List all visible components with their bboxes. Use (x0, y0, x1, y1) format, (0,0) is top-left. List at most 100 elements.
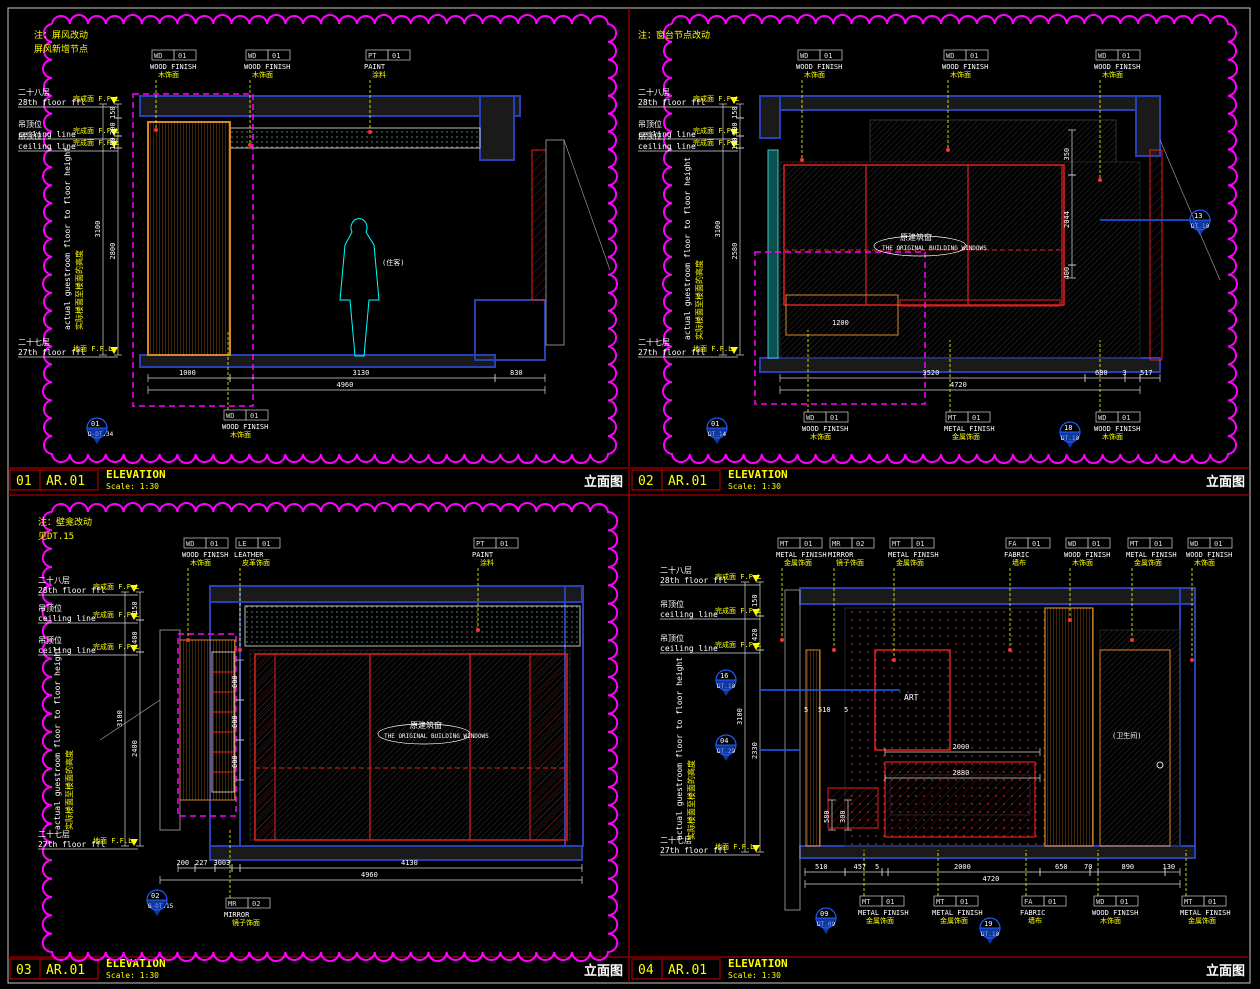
tag-cn: 镜子饰面 (836, 558, 864, 567)
window-label-oval (873, 235, 967, 257)
window-sill (474, 299, 546, 361)
window-swing (99, 699, 161, 741)
tag-dot (368, 130, 372, 134)
section-callout[interactable]: 18DT.10 (1059, 421, 1081, 448)
tag-num-box (387, 49, 411, 61)
dim-value: 5 (844, 706, 848, 714)
dim-value: 4960 (361, 871, 378, 879)
section-callout[interactable]: 09DT.09 (815, 907, 837, 934)
callout-pointer (816, 918, 836, 934)
tag-en: PAINT (472, 551, 494, 559)
tag-dot (476, 628, 480, 632)
level-ffl: 地面 F.F.L (693, 344, 732, 353)
dimension-h: 3130 (229, 369, 496, 382)
revision-note: 注：壁龛改动 (38, 516, 92, 528)
tag-num: 01 (210, 540, 218, 548)
tag-dot (154, 128, 158, 132)
dim-value: 2000 (954, 863, 971, 871)
section-callout[interactable]: 01D-DT.34 (86, 417, 114, 444)
tag-num-box (1087, 537, 1111, 549)
tag-num-box (965, 49, 989, 61)
callout-num: 13 (1194, 212, 1202, 220)
dim-value: 400 (1063, 267, 1071, 280)
level-ffl: 地面 F.F.L (715, 842, 754, 851)
panel-title-cn: 立面图 (584, 963, 623, 979)
callout-pointer (147, 900, 167, 916)
window-label: 原建筑窗 (410, 720, 442, 730)
section-callout[interactable]: 04DT.29 (715, 734, 737, 761)
tag-cn: 金属饰面 (940, 916, 968, 925)
tag-dot (1008, 648, 1012, 652)
dimension-h: 2000 (887, 863, 1041, 876)
dimension-v: 2400 (131, 651, 144, 847)
dim-value: 650 (1055, 863, 1068, 871)
left-column (759, 95, 781, 139)
section-callout[interactable]: 16DT.10 (715, 669, 737, 696)
level-name-cn: 二十八层 (638, 87, 670, 97)
tag-num: 01 (824, 52, 832, 60)
window-label: 原建筑窗 (900, 232, 932, 242)
dim-value: 680 (1095, 369, 1108, 377)
dimension-v: 400 (1063, 264, 1076, 280)
dimension-h: 517 (1139, 369, 1161, 382)
level-triangle (730, 97, 738, 104)
section-callout[interactable]: 19DT.10 (979, 917, 1001, 944)
level-name-en: 28th floor ffl (18, 98, 86, 107)
dimension-h: 130 (1163, 863, 1181, 876)
door-frame (1099, 649, 1171, 847)
figure-label: (住客) (382, 258, 404, 267)
titlebar-sheet-box (39, 958, 99, 980)
tag-en: METAL FINISH (944, 425, 995, 433)
tag-num-box (267, 49, 291, 61)
person-figure (339, 218, 380, 357)
dimension-h: 830 (494, 369, 546, 382)
tag-num: 01 (1120, 898, 1128, 906)
tag-num-box (911, 537, 935, 549)
tag-en: WOOD FINISH (1186, 551, 1232, 559)
section-callout[interactable]: 13DT.10 (1189, 209, 1211, 236)
panel-scale: Scale: 1:30 (106, 971, 159, 980)
art-frame (874, 649, 951, 751)
tag-en: PAINT (364, 63, 386, 71)
level-name-cn: 二十七层 (38, 829, 70, 839)
dim-value: 3100 (736, 708, 744, 725)
dim-value: 3 (1123, 369, 1127, 377)
curtain-left (254, 653, 276, 841)
dimension-h: 70 (1084, 863, 1099, 876)
level-name-cn: 吊顶位 (38, 635, 62, 645)
panel-scale: Scale: 1:30 (728, 482, 781, 491)
panel-title: ELEVATION (728, 468, 788, 481)
tag-num-box (1027, 537, 1051, 549)
dim-value: 2044 (1063, 211, 1071, 228)
tag-num-box (825, 411, 849, 423)
tag-num: 01 (1154, 540, 1162, 548)
tag-num-box (851, 537, 875, 549)
callout-num: 16 (720, 672, 728, 680)
level-triangle (130, 585, 138, 592)
section-callout[interactable]: 01DT.14 (706, 417, 728, 444)
level-name-cn: 吊顶位 (18, 119, 42, 129)
niche-panel (179, 639, 236, 801)
dim-value: 600 (231, 675, 239, 688)
tag-num: 01 (1214, 540, 1222, 548)
tag-cn: 金属饰面 (866, 916, 894, 925)
level-name-en: 27th floor ffl (18, 348, 86, 357)
level-ffl: 完成面 F.F.L (693, 138, 739, 147)
dim-value: 3100 (94, 221, 102, 238)
tag-dot (248, 143, 252, 147)
callout-pointer (1190, 220, 1210, 236)
level-triangle (110, 141, 118, 148)
tag-en: WOOD FINISH (222, 423, 268, 431)
nightstand (827, 787, 879, 829)
section-callout[interactable]: 02B-DT.15 (146, 889, 174, 916)
